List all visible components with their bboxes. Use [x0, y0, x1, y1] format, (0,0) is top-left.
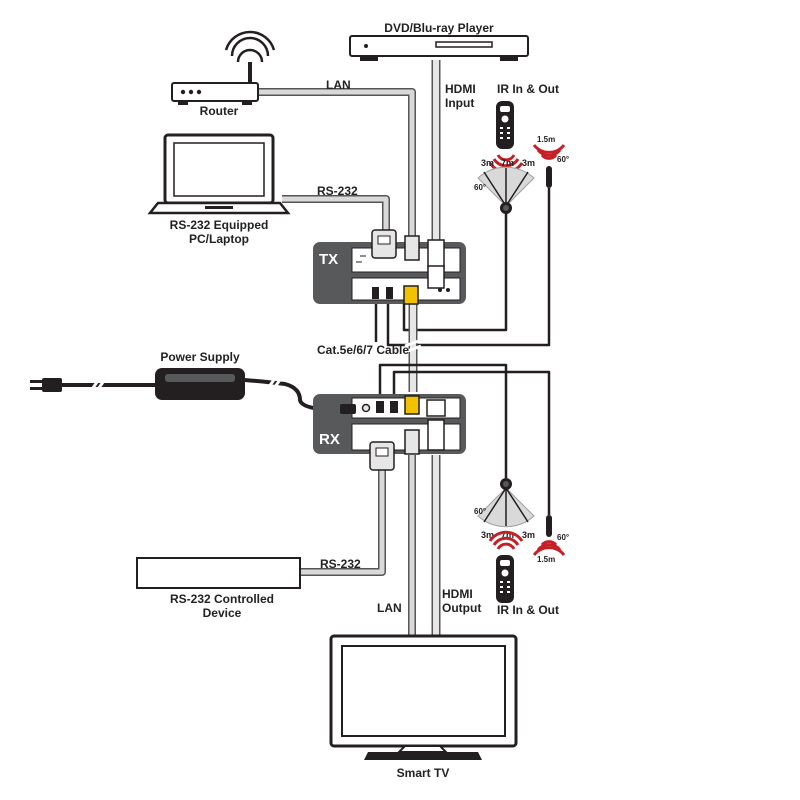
- ir-emitter-icon-bottom: [546, 515, 552, 537]
- laptop-label-line2: PC/Laptop: [189, 232, 249, 246]
- cat-cable: [404, 296, 422, 392]
- rs232-cable-top: [282, 195, 390, 232]
- ir-bottom-range: 1.5m: [537, 555, 555, 564]
- power-plug-icon: [30, 378, 62, 392]
- rs232-bottom-label: RS-232: [320, 557, 361, 571]
- smart-tv-icon: [329, 634, 518, 760]
- power-cable: [62, 376, 341, 412]
- ir-receiver-coverage-bottom: [477, 478, 535, 528]
- ir-top-distance-right: 3m: [522, 158, 535, 168]
- router-icon: [171, 30, 276, 105]
- ir-cable-top-left: [402, 212, 508, 332]
- cables: [62, 60, 551, 636]
- rx-unit: [313, 394, 466, 471]
- ir-bottom-distance-mid: 7m: [501, 530, 514, 540]
- power-supply-icon: [155, 368, 245, 400]
- laptop-label-line1: RS-232 Equipped: [170, 218, 269, 232]
- ir-bottom-title: IR In & Out: [497, 603, 559, 617]
- dvd-player-icon: [349, 35, 529, 61]
- ir-emitter-signal-top: [532, 144, 566, 160]
- ir-top-angle: 60°: [474, 183, 486, 192]
- ir-top-distance-left: 3m: [481, 158, 494, 168]
- hdmi-input-label-line2: Input: [445, 96, 474, 110]
- ir-cable-top-right: [386, 188, 551, 347]
- tx-hdmi-connector: [427, 239, 445, 269]
- lan-cable-top: [258, 88, 416, 240]
- hdmi-output-label-line1: HDMI: [442, 587, 473, 601]
- rx-power-connector: [340, 404, 356, 414]
- router-label: Router: [200, 104, 239, 118]
- ir-top-range: 1.5m: [537, 135, 555, 144]
- power-supply-label: Power Supply: [160, 350, 240, 364]
- hdmi-output-label-line2: Output: [442, 601, 481, 615]
- dvd-player-label: DVD/Blu-ray Player: [384, 21, 494, 35]
- tx-unit: [313, 229, 466, 305]
- ir-top-range-angle: 60°: [557, 155, 569, 164]
- ir-bottom-angle: 60°: [474, 507, 486, 516]
- hdmi-input-label-line1: HDMI: [445, 82, 476, 96]
- ir-emitter-signal-bottom: [532, 540, 566, 556]
- rs232-cable-bottom: [301, 470, 386, 576]
- tx-lan-connector: [404, 235, 420, 261]
- remote-control-icon-top: [496, 101, 514, 149]
- tx-label: TX: [319, 251, 338, 268]
- rx-label: RX: [319, 431, 340, 448]
- ir-bottom-range-angle: 60°: [557, 533, 569, 542]
- ir-emitter-icon-top: [546, 166, 552, 188]
- rs232-device-label-line1: RS-232 Controlled: [170, 592, 274, 606]
- lan-top-label: LAN: [326, 78, 351, 92]
- ir-bottom-distance-right: 3m: [522, 530, 535, 540]
- cable-label: Cat.5e/6/7 Cable: [317, 343, 409, 357]
- rs232-device-label-line2: Device: [203, 606, 242, 620]
- rs232-top-label: RS-232: [317, 184, 358, 198]
- ir-top-distance-mid: 7m: [501, 158, 514, 168]
- ir-top-title: IR In & Out: [497, 82, 559, 96]
- rx-lan-connector: [404, 429, 420, 455]
- smart-tv-label: Smart TV: [397, 766, 450, 780]
- ir-bottom-distance-left: 3m: [481, 530, 494, 540]
- laptop-icon: [147, 133, 291, 215]
- remote-control-icon-bottom: [496, 555, 514, 603]
- rs232-device-icon: [136, 557, 301, 589]
- rx-cat-connector: [404, 395, 420, 415]
- tx-cat-connector: [403, 285, 419, 305]
- ir-receiver-coverage-top: [477, 166, 535, 214]
- rx-hdmi-connector: [427, 419, 445, 451]
- lan-bottom-label: LAN: [377, 601, 402, 615]
- ir-signal-icon-bottom: [488, 530, 524, 550]
